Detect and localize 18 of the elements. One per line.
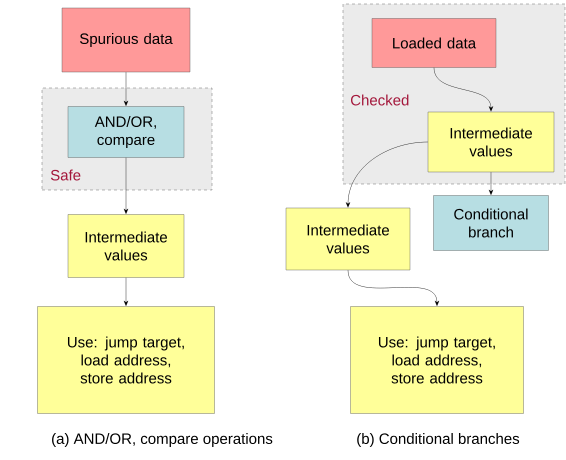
arrow <box>488 172 494 195</box>
value-box: Intermediate values <box>286 208 410 270</box>
operation-box: Conditional branch <box>433 195 549 251</box>
value-box: Use: jump target, load address, store address <box>37 306 215 414</box>
arrow <box>346 142 428 208</box>
data-box: Spurious data <box>62 8 190 72</box>
arrow <box>124 72 128 106</box>
arrow <box>124 278 128 306</box>
arrow <box>348 270 440 306</box>
value-box: Use: jump target, load address, store address <box>350 306 524 414</box>
arrow <box>434 68 494 112</box>
value-box: Intermediate values <box>428 112 554 172</box>
data-box: Loaded data <box>372 18 496 68</box>
value-box: Intermediate values <box>68 214 184 278</box>
arrow <box>124 158 128 214</box>
operation-box: AND/OR, compare <box>68 106 184 158</box>
caption: (b) Conditional branches <box>357 433 520 447</box>
caption: (a) AND/OR, compare operations <box>52 433 272 447</box>
